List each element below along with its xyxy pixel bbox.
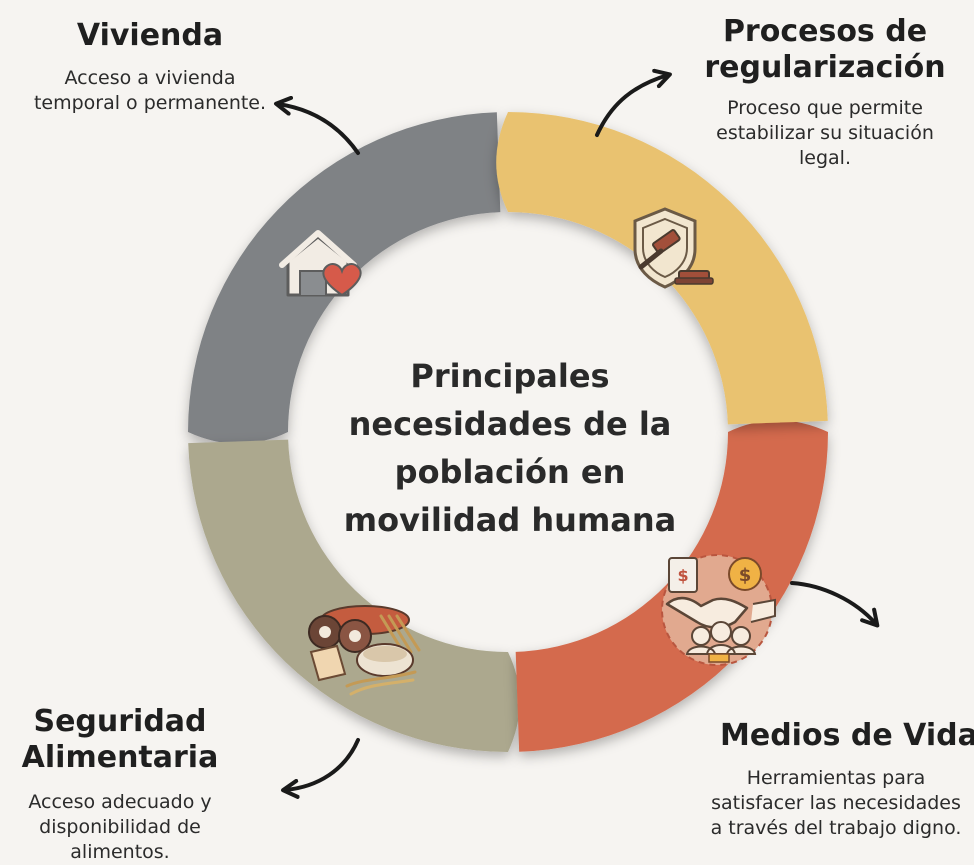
vivienda-title: Vivienda xyxy=(76,18,224,53)
alimentaria-title-line: Alimentaria xyxy=(21,740,219,775)
vivienda-description: Acceso a vivienda temporal o permanente. xyxy=(20,66,280,116)
alimentaria-title: Seguridad Alimentaria xyxy=(10,704,230,776)
regularizacion-description: Proceso que permite estabilizar su situa… xyxy=(690,96,960,171)
medios-title: Medios de Vida xyxy=(720,718,974,753)
medios-desc-line: satisfacer las necesidades xyxy=(711,792,961,814)
arrow-to-alimentaria xyxy=(281,738,360,799)
regularizacion-desc-line: legal. xyxy=(799,147,851,169)
svg-text:$: $ xyxy=(677,566,688,585)
svg-text:$: $ xyxy=(739,565,752,586)
arrow-to-medios xyxy=(790,581,880,628)
regularizacion-desc-line: estabilizar su situación xyxy=(716,122,934,144)
alimentaria-description: Acceso adecuado y disponibilidad de alim… xyxy=(5,790,235,865)
alimentaria-desc-line: Acceso adecuado y xyxy=(28,791,212,813)
center-title-line: movilidad humana xyxy=(343,501,677,539)
center-title-line: población en xyxy=(394,453,626,491)
alimentaria-desc-line: alimentos. xyxy=(70,841,170,863)
vivienda-desc-line: Acceso a vivienda xyxy=(64,67,236,89)
food-bread-icon xyxy=(308,605,421,696)
handshake-money-icon: $ $ xyxy=(661,554,776,666)
medios-description: Herramientas para satisfacer las necesid… xyxy=(700,766,972,841)
center-title: Principales necesidades de la población … xyxy=(330,352,690,544)
center-title-line: Principales xyxy=(410,357,610,395)
center-title-line: necesidades de la xyxy=(348,405,672,443)
regularizacion-title-line: regularización xyxy=(704,50,946,85)
regularizacion-desc-line: Proceso que permite xyxy=(727,97,923,119)
segment-alimentaria xyxy=(188,439,520,752)
house-heart-icon xyxy=(279,230,362,297)
vivienda-desc-line: temporal o permanente. xyxy=(33,92,267,114)
arrow-to-regularizacion xyxy=(595,68,672,137)
medios-desc-line: a través del trabajo digno. xyxy=(710,817,962,839)
medios-desc-line: Herramientas para xyxy=(746,767,926,789)
regularizacion-title-line: Procesos de xyxy=(722,14,928,49)
shield-gavel-icon xyxy=(633,207,714,289)
alimentaria-desc-line: disponibilidad de xyxy=(39,816,201,838)
regularizacion-title: Procesos de regularización xyxy=(680,14,970,86)
alimentaria-title-line: Seguridad xyxy=(33,704,207,739)
arrow-to-vivienda xyxy=(274,95,360,155)
